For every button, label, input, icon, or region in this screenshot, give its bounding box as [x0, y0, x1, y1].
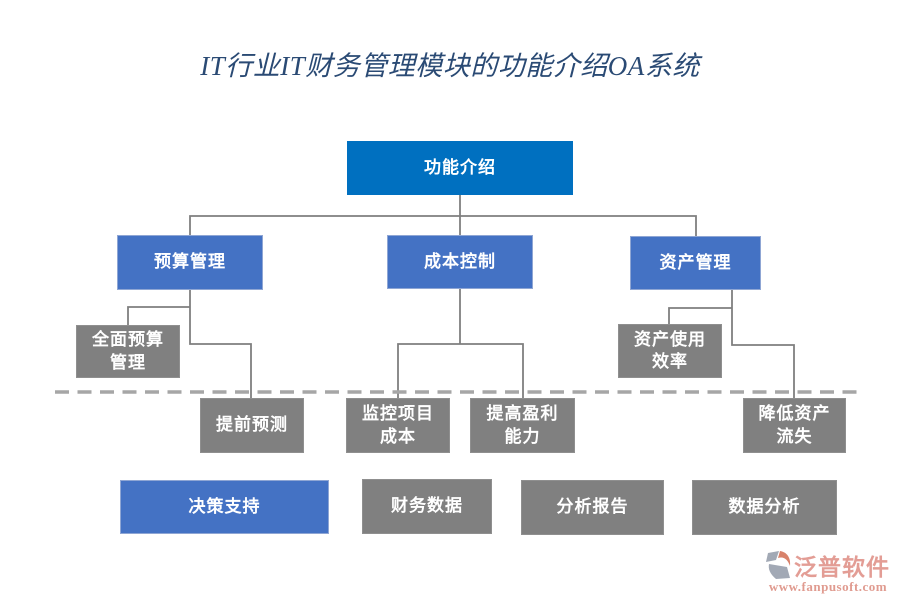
node-decision-support: 决策支持 [120, 480, 329, 534]
node-asset-usage-efficiency: 资产使用 效率 [618, 324, 722, 378]
watermark-url: www.fanpusoft.com [768, 579, 888, 594]
connector-cost-branch [397, 289, 524, 398]
node-monitor-project-cost: 监控项目 成本 [346, 398, 450, 453]
connector-asset-branch [668, 290, 795, 398]
node-budget-management: 预算管理 [117, 235, 263, 290]
connector-budget-branch [127, 290, 252, 398]
node-function-intro: 功能介绍 [347, 141, 573, 195]
page-title: IT行业IT财务管理模块的功能介绍OA系统 [200, 51, 700, 81]
node-asset-management: 资产管理 [630, 236, 761, 290]
connector-root [189, 195, 697, 236]
node-data-analysis: 数据分析 [692, 480, 837, 535]
watermark: 泛普软件 www.fanpusoft.com [766, 548, 890, 595]
node-improve-profitability: 提高盈利 能力 [470, 398, 575, 453]
watermark-brand: 泛普软件 [794, 554, 890, 580]
node-financial-data: 财务数据 [362, 479, 492, 534]
fanpu-logo-icon [766, 551, 791, 579]
node-analysis-report: 分析报告 [521, 480, 664, 535]
node-reduce-asset-loss: 降低资产 流失 [743, 398, 846, 453]
node-advance-forecast: 提前预测 [200, 398, 304, 453]
node-full-budget-management: 全面预算 管理 [76, 325, 180, 378]
node-cost-control: 成本控制 [387, 235, 533, 289]
